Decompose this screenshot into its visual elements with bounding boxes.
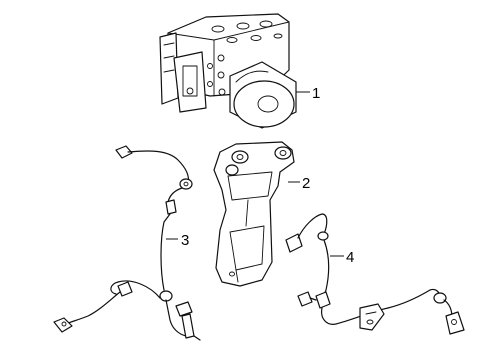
mounting-bracket [213, 141, 295, 287]
callout-1: 1 [296, 85, 320, 102]
callout-2-label: 2 [302, 175, 310, 192]
callout-3: 3 [166, 232, 189, 249]
callout-1-label: 1 [312, 85, 320, 102]
speed-sensor-harness-right [285, 213, 465, 335]
callout-4: 4 [330, 249, 354, 266]
callout-2: 2 [288, 175, 310, 192]
callout-4-label: 4 [346, 249, 354, 266]
abs-modulator-assembly [159, 13, 297, 129]
callout-3-label: 3 [181, 232, 189, 249]
speed-sensor-harness-left [53, 145, 201, 341]
